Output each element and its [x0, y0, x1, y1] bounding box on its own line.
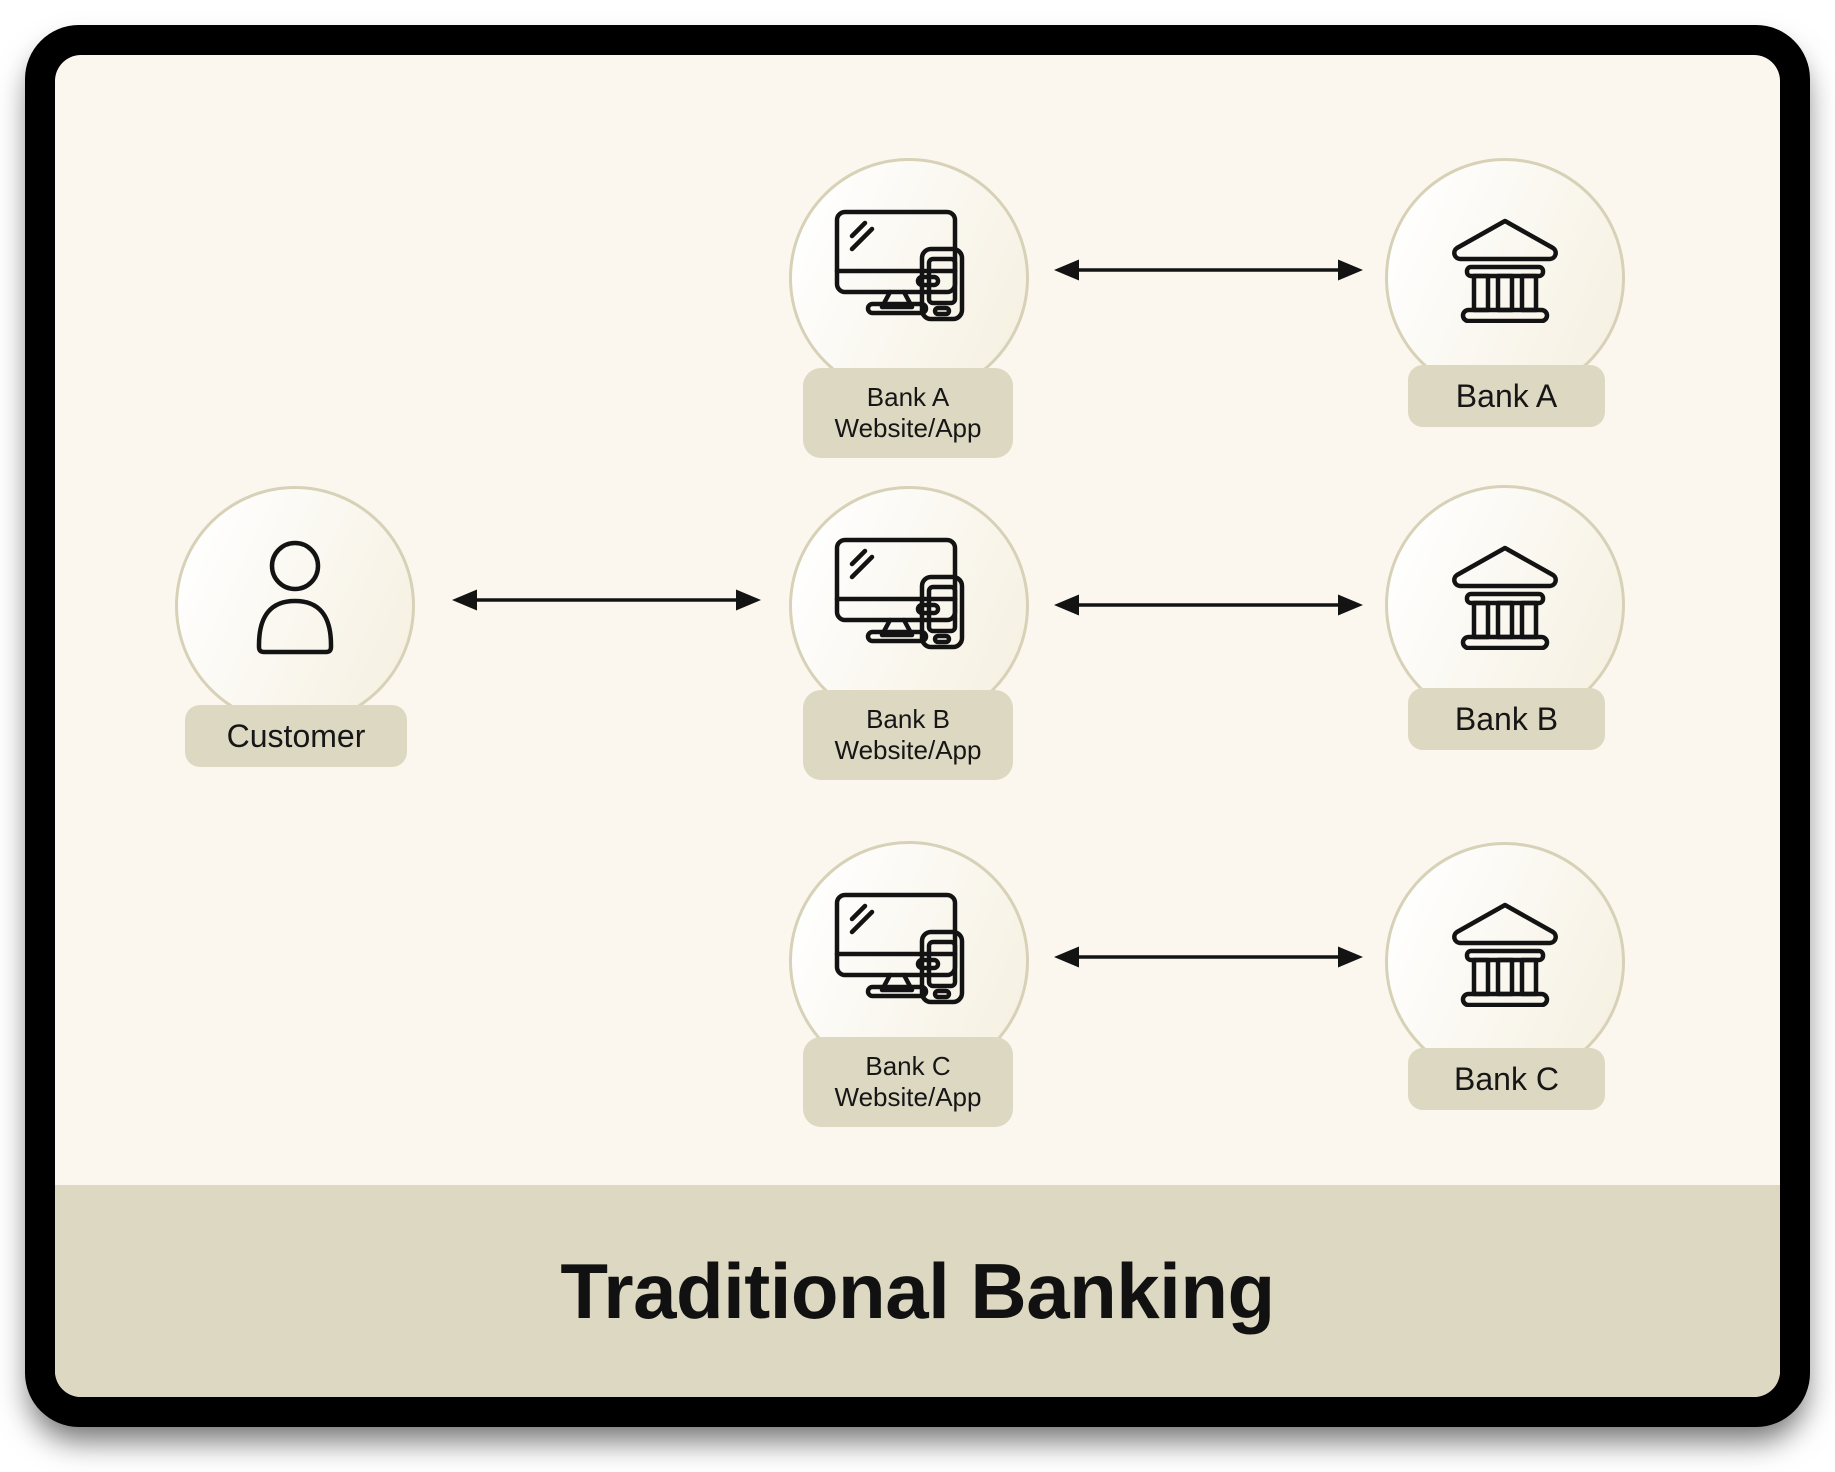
- bank-building-icon: [1452, 218, 1558, 323]
- customer-node: [175, 486, 415, 726]
- bank-b-websiteapp-label: Bank B Website/App: [803, 690, 1013, 780]
- arrow-bank-a-websiteapp-to-bank-a: [1054, 259, 1363, 281]
- label-line-1: Bank B: [866, 704, 950, 734]
- label-line-2: Website/App: [834, 1082, 982, 1112]
- bank-a-node: [1385, 158, 1625, 398]
- bank-b-label: Bank B: [1408, 688, 1605, 750]
- bank-a-label: Bank A: [1408, 365, 1605, 427]
- label-line-2: Website/App: [834, 413, 982, 443]
- bank-building-icon: [1452, 902, 1558, 1007]
- bank-c-label: Bank C: [1408, 1048, 1605, 1110]
- arrow-bank-b-websiteapp-to-bank-b: [1054, 594, 1363, 616]
- bank-b-label-text: Bank B: [1454, 700, 1559, 737]
- diagram-canvas: Customer Bank A Website/App: [55, 55, 1780, 1397]
- arrow-customer-to-bank-b-websiteapp: [452, 589, 761, 611]
- bank-a-websiteapp-node: [789, 158, 1029, 398]
- diagram-title: Traditional Banking: [560, 1246, 1275, 1335]
- customer-label-text: Customer: [226, 717, 366, 754]
- bank-c-label-text: Bank C: [1454, 1060, 1559, 1097]
- desktop-and-phone-icon: [834, 209, 965, 322]
- desktop-and-phone-icon: [834, 537, 965, 650]
- label-line-2: Website/App: [834, 735, 982, 765]
- bank-c-node: [1385, 842, 1625, 1082]
- label-line-1: Bank C: [865, 1051, 951, 1081]
- desktop-and-phone-icon: [834, 892, 965, 1005]
- diagram-frame: Customer Bank A Website/App: [25, 25, 1810, 1427]
- label-line-1: Bank A: [866, 382, 950, 412]
- title-band: Traditional Banking: [55, 1185, 1780, 1397]
- customer-label: Customer: [185, 705, 407, 767]
- arrow-bank-c-websiteapp-to-bank-c: [1054, 946, 1363, 968]
- bank-a-label-text: Bank A: [1455, 377, 1558, 414]
- bank-a-websiteapp-label: Bank A Website/App: [803, 368, 1013, 458]
- person-icon: [256, 540, 334, 655]
- bank-building-icon: [1452, 545, 1558, 650]
- bank-c-websiteapp-label: Bank C Website/App: [803, 1037, 1013, 1127]
